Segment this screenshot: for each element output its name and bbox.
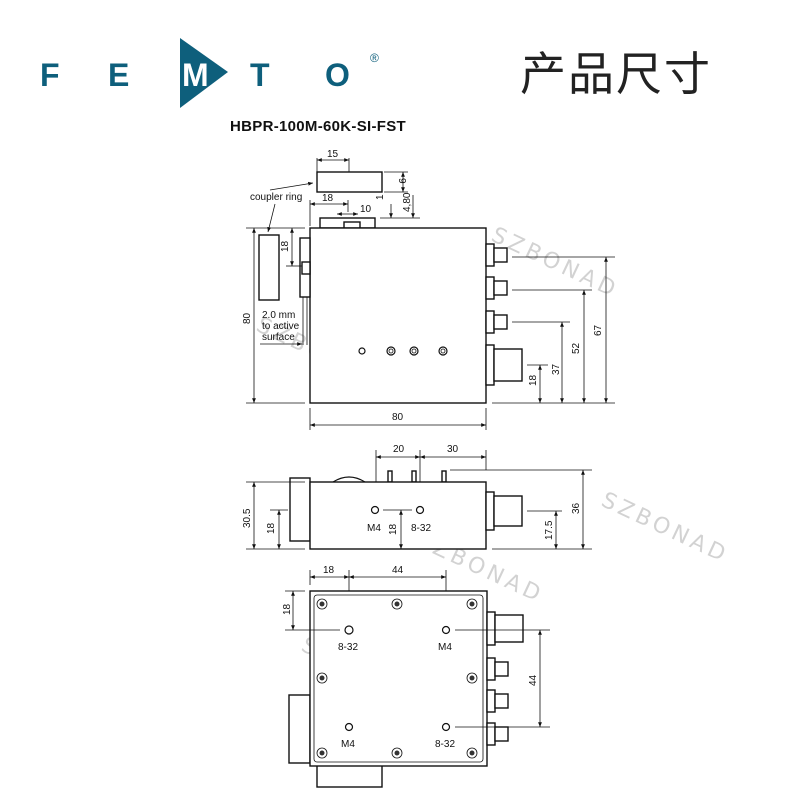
dim-label: 17.5 xyxy=(544,520,555,540)
dim-label: 37 xyxy=(551,363,562,375)
bottom-view: 18 44 8-32 M4 M4 8-32 18 xyxy=(282,565,550,788)
dim-label: 4,80 xyxy=(402,192,413,212)
logo-letter-e: E xyxy=(108,57,129,93)
front-view: 15 9 coupler ring 18 10 1 4,80 80 18 2.0… xyxy=(242,149,615,430)
femto-logo: F E M T O ® xyxy=(40,38,400,118)
logo-registered: ® xyxy=(370,51,379,65)
logo-letter-m: M xyxy=(182,57,209,93)
active-surface-label: surface xyxy=(262,332,295,343)
watermark: SZBONAD xyxy=(597,488,732,569)
dim-label: 18 xyxy=(266,522,277,534)
housing-bottom xyxy=(309,590,488,767)
dim-label: 18 xyxy=(280,240,291,252)
logo-letter-t: T xyxy=(250,57,270,93)
logo-letter-f: F xyxy=(40,57,60,93)
active-surface-label: 2.0 mm xyxy=(262,310,295,321)
sma-connectors xyxy=(485,243,523,386)
dim-label: 36 xyxy=(571,502,582,514)
coupler-ring-label: coupler ring xyxy=(250,192,302,203)
dim-label: 52 xyxy=(571,342,582,354)
coupler-ring xyxy=(258,234,280,301)
model-number: HBPR-100M-60K-SI-FST xyxy=(230,118,407,135)
dim-label: 18 xyxy=(323,565,335,576)
dim-label: 30.5 xyxy=(242,508,253,528)
dim-label: 10 xyxy=(360,204,372,215)
housing-front xyxy=(309,227,487,404)
hole-label: 8-32 xyxy=(338,642,358,653)
coupler-top-rect xyxy=(316,171,383,193)
dim-label: 30 xyxy=(447,444,459,455)
dim-label: 9 xyxy=(396,178,407,184)
dim-label: 44 xyxy=(528,674,539,686)
logo-letter-o: O xyxy=(325,57,350,93)
hole-label: M4 xyxy=(341,739,355,750)
dim-label: 44 xyxy=(392,565,404,576)
dim-label: 1 xyxy=(375,194,386,200)
hole-label: 8-32 xyxy=(411,523,431,534)
dim-label: 20 xyxy=(393,444,405,455)
dim-label: 18 xyxy=(282,603,293,615)
active-surface-label: to active xyxy=(262,321,300,332)
dim-label: 80 xyxy=(392,412,404,423)
hole-label: M4 xyxy=(438,642,452,653)
hole-label: M4 xyxy=(367,523,381,534)
side-view: 20 30 M4 8-32 18 30.5 18 17.5 36 xyxy=(242,444,592,550)
dim-label: 18 xyxy=(528,374,539,386)
housing-side xyxy=(309,481,487,550)
dim-label: 15 xyxy=(327,149,339,160)
page-title: 产品尺寸 xyxy=(520,47,712,101)
dim-label: 67 xyxy=(593,324,604,336)
dim-label: 18 xyxy=(322,193,334,204)
hole-label: 8-32 xyxy=(435,739,455,750)
screws xyxy=(316,598,478,759)
dim-label: 80 xyxy=(242,312,253,324)
dim-label: 18 xyxy=(388,523,399,535)
watermark: SZBONAD xyxy=(487,223,622,304)
logo-triangle xyxy=(180,38,228,108)
